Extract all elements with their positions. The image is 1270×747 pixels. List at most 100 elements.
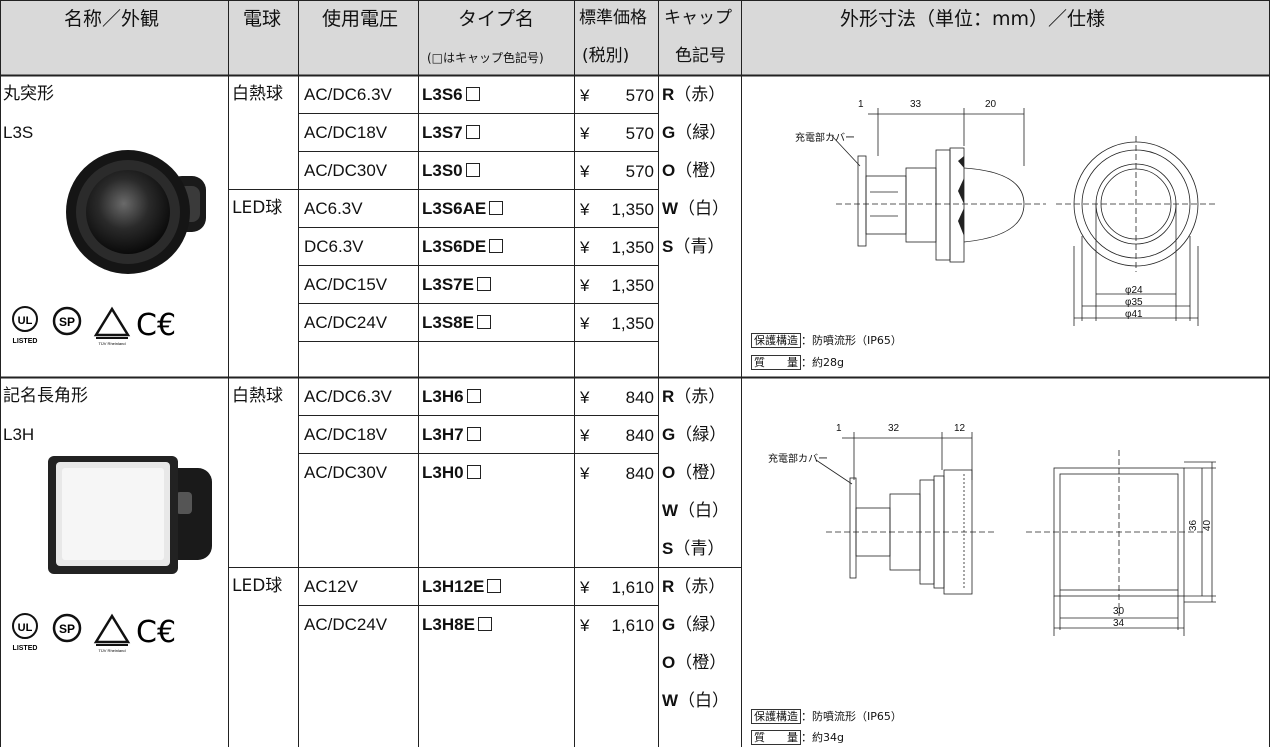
section1-model: L3S: [3, 123, 34, 142]
header-name: 名称／外観: [64, 8, 160, 30]
header-dimensions: 外形寸法（単位：mm）／仕様: [840, 8, 1106, 30]
s2-price: 840: [625, 464, 654, 483]
s2-cap: G（緑）: [662, 615, 727, 635]
s2-cap: R（赤）: [662, 577, 726, 597]
s1-dim-20: 20: [985, 99, 997, 110]
header-price-sub: (税別): [582, 46, 630, 66]
s2-cap: G（緑）: [662, 425, 727, 445]
s2-voltage: AC/DC6.3V: [304, 387, 392, 406]
s1-dim-33: 33: [910, 99, 922, 110]
ul-listed-icon: UL LISTED: [12, 306, 38, 345]
ce-mark-icon: C€: [136, 615, 176, 650]
s1-phi35: φ35: [1125, 297, 1143, 308]
s1-voltage: AC/DC18V: [304, 123, 388, 142]
ce-mark-icon: C€: [136, 308, 176, 343]
certification-marks-1: UL LISTED SP TÜV Rheinland C€: [8, 305, 208, 351]
header-type-sub: (□はキャップ色記号): [427, 51, 544, 65]
s1-price: 1,350: [611, 314, 654, 333]
s1-voltage: AC/DC24V: [304, 313, 388, 332]
s1-type: L3S7: [422, 124, 480, 141]
s1-cap: R（赤）: [662, 85, 726, 105]
s2-cap: S（青）: [662, 539, 725, 559]
s1-voltage: AC6.3V: [304, 199, 363, 218]
s1-spec-mass: 質 量：約28g: [751, 354, 844, 370]
s1-bulb-led: LED球: [232, 198, 283, 218]
s1-cover-label: 充電部カバー: [795, 133, 855, 144]
header-type: タイプ名: [458, 8, 535, 30]
s2-type: L3H6: [422, 388, 481, 405]
s1-yen: ¥: [580, 200, 590, 219]
s1-voltage: DC6.3V: [304, 237, 364, 256]
certification-marks-2: UL LISTED SP TÜV Rheinland C€: [8, 612, 208, 658]
s2-spec-protect: 保護構造：防噴流形（IP65）: [751, 708, 902, 724]
section1-name: 丸突形: [3, 84, 54, 104]
s2-dim-36: 36: [1188, 519, 1200, 532]
section2-name: 記名長角形: [3, 386, 88, 406]
s2-dim-1: 1: [836, 423, 842, 434]
s1-dim-1: 1: [858, 99, 864, 110]
s2-price: 840: [625, 426, 654, 445]
s2-cap: W（白）: [662, 501, 730, 521]
header-bulb: 電球: [243, 8, 282, 30]
s1-yen: ¥: [580, 124, 590, 143]
ul-listed-icon: UL LISTED: [12, 613, 38, 652]
s1-cap: W（白）: [662, 199, 730, 219]
svg-text:TÜV Rheinland: TÜV Rheinland: [98, 648, 125, 653]
s1-yen: ¥: [580, 238, 590, 257]
header-price: 標準価格: [579, 8, 647, 28]
s2-yen: ¥: [580, 616, 590, 635]
header-background: [0, 0, 1270, 75]
s1-yen: ¥: [580, 314, 590, 333]
section2-model: L3H: [3, 425, 35, 444]
s1-price: 1,350: [611, 238, 654, 257]
s2-type: L3H8E: [422, 616, 492, 633]
s1-type: L3S7E: [422, 276, 491, 293]
s1-type: L3S6: [422, 86, 480, 103]
tuv-icon: TÜV Rheinland: [93, 306, 131, 346]
s1-price: 1,350: [611, 276, 654, 295]
s2-yen: ¥: [580, 388, 590, 407]
dimension-drawing-square: [815, 432, 1216, 636]
s1-price: 570: [625, 124, 654, 143]
s1-bulb-incandescent: 白熱球: [232, 84, 283, 104]
s2-spec-mass: 質 量：約34g: [751, 729, 844, 745]
s2-price: 1,610: [611, 616, 654, 635]
s1-type: L3S6DE: [422, 238, 504, 255]
s2-type: L3H0: [422, 464, 481, 481]
s2-voltage: AC/DC30V: [304, 463, 388, 482]
s2-cap: O（橙）: [662, 653, 727, 673]
svg-text:UL: UL: [18, 315, 33, 327]
tuv-icon: TÜV Rheinland: [93, 613, 131, 653]
s2-voltage: AC12V: [304, 577, 358, 596]
lamp-round-photo: [66, 150, 206, 274]
s2-type: L3H7: [422, 426, 481, 443]
s2-cover-label: 充電部カバー: [768, 454, 828, 465]
s2-yen: ¥: [580, 578, 590, 597]
dimension-drawing-round: [831, 108, 1216, 326]
s2-voltage: AC/DC24V: [304, 615, 388, 634]
s1-price: 570: [625, 86, 654, 105]
s2-dim-30: 30: [1113, 606, 1125, 617]
s1-voltage: AC/DC30V: [304, 161, 388, 180]
svg-text:TÜV Rheinland: TÜV Rheinland: [98, 341, 125, 346]
s1-yen: ¥: [580, 86, 590, 105]
svg-text:C€: C€: [136, 615, 176, 650]
s1-phi24: φ24: [1125, 285, 1143, 296]
s1-cap: O（橙）: [662, 161, 727, 181]
lamp-square-photo: [48, 456, 212, 574]
s2-bulb-incandescent: 白熱球: [232, 386, 283, 406]
s1-cap: S（青）: [662, 237, 725, 257]
s2-cap: W（白）: [662, 691, 730, 711]
svg-text:SP: SP: [59, 315, 75, 329]
s2-cap: R（赤）: [662, 387, 726, 407]
s1-type: L3S0: [422, 162, 480, 179]
csa-icon: SP: [52, 613, 82, 643]
svg-text:LISTED: LISTED: [13, 645, 38, 652]
s1-cap: G（緑）: [662, 123, 727, 143]
s2-dim-40: 40: [1202, 519, 1214, 532]
svg-text:LISTED: LISTED: [13, 338, 38, 345]
s2-yen: ¥: [580, 426, 590, 445]
s2-dim-34: 34: [1113, 618, 1125, 629]
s1-type: L3S8E: [422, 314, 491, 331]
